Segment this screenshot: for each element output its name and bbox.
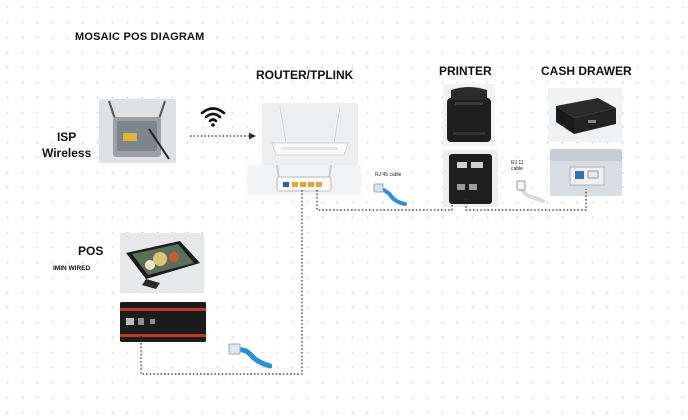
rj11-cable-icon: [516, 180, 545, 203]
cash-drawer-back-photo: [550, 149, 622, 196]
printer-to-drawer-wire: [465, 189, 587, 211]
diagram-title: MOSAIC POS DIAGRAM: [75, 31, 205, 43]
router-icon: [262, 103, 358, 165]
router-photo: [262, 103, 358, 165]
isp-label-line2: Wireless: [42, 146, 92, 160]
pos-label: POS: [78, 244, 104, 258]
pos-sublabel: IMIN WIRED: [53, 265, 91, 272]
cash-drawer-photo: [548, 88, 622, 142]
printer-back-icon: [443, 150, 498, 207]
isp-modem-icon: [99, 99, 176, 163]
rj11-cable-label-line2: cable: [511, 166, 523, 172]
cash-drawer-port-icon: [550, 149, 622, 196]
rj45-cable-icon: [373, 183, 407, 206]
isp-to-router-wire: [190, 132, 256, 140]
pos-terminal-photo: [120, 233, 204, 293]
rj11-cable-label: RJ 11 cable: [511, 160, 524, 172]
printer-heading: PRINTER: [439, 64, 492, 78]
isp-label: ISP Wireless: [42, 129, 91, 161]
rj11-cable-label-line1: RJ 11: [511, 160, 524, 166]
router-to-printer-wire: [316, 190, 453, 211]
router-to-pos-wire: [140, 190, 303, 375]
printer-icon: [443, 84, 495, 146]
rj45-cable-pos-icon: [228, 343, 272, 369]
wifi-icon: [200, 107, 226, 127]
pos-ports-icon: [120, 302, 206, 342]
cash-drawer-heading: CASH DRAWER: [541, 64, 632, 78]
isp-modem-photo: [99, 99, 176, 163]
router-back-panel: [247, 165, 361, 195]
router-heading: ROUTER/TPLINK: [256, 68, 354, 82]
pos-back-photo: [120, 302, 206, 342]
rj45-cable-label: RJ 45 cable: [375, 172, 402, 178]
router-ports-icon: [247, 165, 361, 195]
cash-drawer-icon: [548, 88, 622, 142]
printer-photo: [443, 84, 495, 146]
isp-label-line1: ISP: [56, 130, 77, 144]
printer-back-photo: [443, 150, 498, 207]
pos-terminal-icon: [120, 233, 204, 293]
